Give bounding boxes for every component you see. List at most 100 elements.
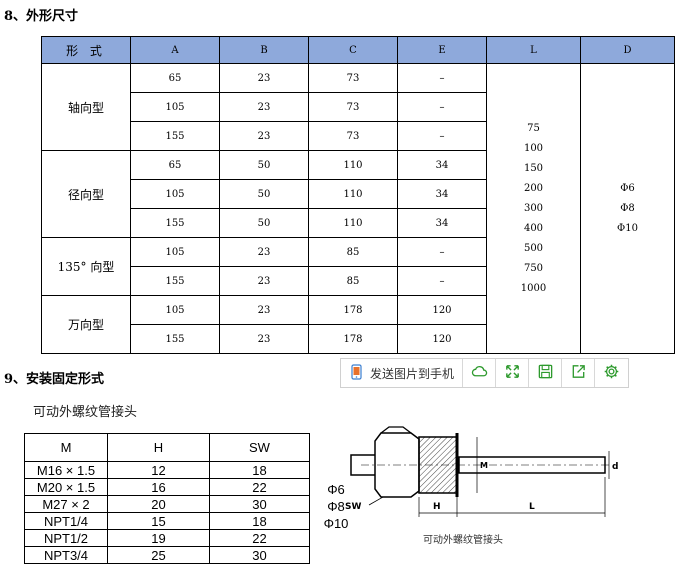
header-e: E bbox=[397, 36, 487, 64]
save-icon bbox=[537, 363, 554, 384]
share-button[interactable] bbox=[562, 359, 595, 387]
fitting-drawing: M d SW H L bbox=[345, 426, 618, 517]
cell-c: 178 bbox=[308, 295, 398, 325]
cell-e: – bbox=[397, 121, 487, 151]
expand-button[interactable] bbox=[496, 359, 529, 387]
phi-value: Φ8 bbox=[327, 499, 345, 514]
label-m: M bbox=[480, 461, 488, 470]
header-c: C bbox=[308, 36, 398, 64]
l-value: 400 bbox=[523, 222, 544, 234]
label-sw: SW bbox=[345, 502, 361, 512]
l-value: 75 bbox=[527, 122, 540, 134]
cell-e: 120 bbox=[397, 324, 487, 354]
l-value: 300 bbox=[523, 202, 544, 214]
label-d: d bbox=[612, 462, 618, 472]
cell-e: 34 bbox=[397, 150, 487, 180]
cell-c: 110 bbox=[308, 179, 398, 209]
phone-send-icon bbox=[349, 363, 365, 383]
cell-b: 23 bbox=[219, 63, 309, 93]
send-to-phone-button[interactable]: 发送图片到手机 bbox=[341, 359, 463, 387]
image-toolbar: 发送图片到手机 bbox=[340, 358, 629, 388]
cell-sw: 18 bbox=[209, 512, 310, 530]
section-8-title: 8、外形尺寸 bbox=[4, 9, 79, 24]
table-row: 155 50 110 34 bbox=[42, 208, 675, 238]
type-cell: 轴向型 bbox=[41, 63, 131, 151]
cell-e: 120 bbox=[397, 295, 487, 325]
cell-e: 34 bbox=[397, 208, 487, 238]
cell-c: 110 bbox=[308, 208, 398, 238]
table-header-row: 形 式 A B C E L D bbox=[41, 36, 675, 64]
cell-c: 85 bbox=[308, 237, 398, 267]
l-value: 200 bbox=[523, 182, 544, 194]
cell-sw: 30 bbox=[209, 546, 310, 564]
type-cell: 径向型 bbox=[41, 150, 131, 238]
label-l: L bbox=[529, 502, 535, 512]
cell-a: 155 bbox=[130, 208, 220, 238]
d-values-cell: Φ6 Φ8 Φ10 bbox=[580, 63, 675, 354]
header-l: L bbox=[486, 36, 581, 64]
header-b: B bbox=[219, 36, 309, 64]
cell-c: 73 bbox=[308, 121, 398, 151]
cell-h: 19 bbox=[107, 529, 210, 547]
cell-b: 23 bbox=[219, 266, 309, 296]
cell-h: 20 bbox=[107, 495, 210, 513]
cell-m: M20 × 1.5 bbox=[24, 478, 108, 496]
cell-a: 155 bbox=[130, 266, 220, 296]
cell-a: 65 bbox=[130, 150, 220, 180]
section-9-title: 9、安装固定形式 bbox=[4, 372, 105, 387]
send-to-phone-label: 发送图片到手机 bbox=[369, 366, 454, 381]
cell-a: 105 bbox=[130, 237, 220, 267]
cell-sw: 22 bbox=[209, 529, 310, 547]
header-d: D bbox=[580, 36, 675, 64]
header-type: 形 式 bbox=[41, 36, 131, 64]
cell-b: 23 bbox=[219, 324, 309, 354]
cell-m: M27 × 2 bbox=[24, 495, 108, 513]
d-value: Φ6 bbox=[620, 182, 635, 194]
header-m: M bbox=[24, 433, 108, 462]
cell-c: 178 bbox=[308, 324, 398, 354]
cell-a: 155 bbox=[130, 324, 220, 354]
l-value: 1000 bbox=[520, 282, 547, 294]
header-a: A bbox=[130, 36, 220, 64]
save-button[interactable] bbox=[529, 359, 562, 387]
type-cell: 135° 向型 bbox=[41, 237, 131, 296]
cell-a: 105 bbox=[130, 179, 220, 209]
share-icon bbox=[570, 363, 587, 384]
cell-h: 25 bbox=[107, 546, 210, 564]
label-h: H bbox=[433, 502, 441, 512]
cell-h: 15 bbox=[107, 512, 210, 530]
cell-b: 50 bbox=[219, 208, 309, 238]
phi-column: Φ6 Φ8 Φ10 bbox=[321, 481, 351, 532]
cell-h: 16 bbox=[107, 478, 210, 496]
table-row: 155 23 85 – bbox=[42, 266, 675, 296]
d-value: Φ10 bbox=[617, 222, 638, 234]
cell-b: 23 bbox=[219, 237, 309, 267]
cell-m: NPT1/4 bbox=[24, 512, 108, 530]
figure-caption-bottom: 可动外螺纹管接头 bbox=[423, 535, 503, 546]
cell-b: 50 bbox=[219, 179, 309, 209]
cell-a: 155 bbox=[130, 121, 220, 151]
settings-button[interactable] bbox=[595, 359, 628, 387]
cell-m: M16 × 1.5 bbox=[24, 461, 108, 479]
cell-a: 65 bbox=[130, 63, 220, 93]
cell-c: 85 bbox=[308, 266, 398, 296]
phi-value: Φ10 bbox=[323, 516, 349, 531]
settings-icon bbox=[603, 363, 620, 384]
fitting-header-row: M H SW bbox=[24, 433, 350, 462]
table-row: 轴向型 65 23 73 – 75 100 150 200 300 400 50… bbox=[41, 63, 675, 354]
cell-c: 73 bbox=[308, 92, 398, 122]
blank-cell bbox=[310, 547, 350, 564]
blank-cell bbox=[309, 433, 350, 462]
table-row: 155 23 178 120 bbox=[42, 324, 675, 354]
header-h: H bbox=[107, 433, 210, 462]
cell-e: 34 bbox=[397, 179, 487, 209]
cloud-button[interactable] bbox=[463, 359, 496, 387]
header-sw: SW bbox=[209, 433, 310, 462]
